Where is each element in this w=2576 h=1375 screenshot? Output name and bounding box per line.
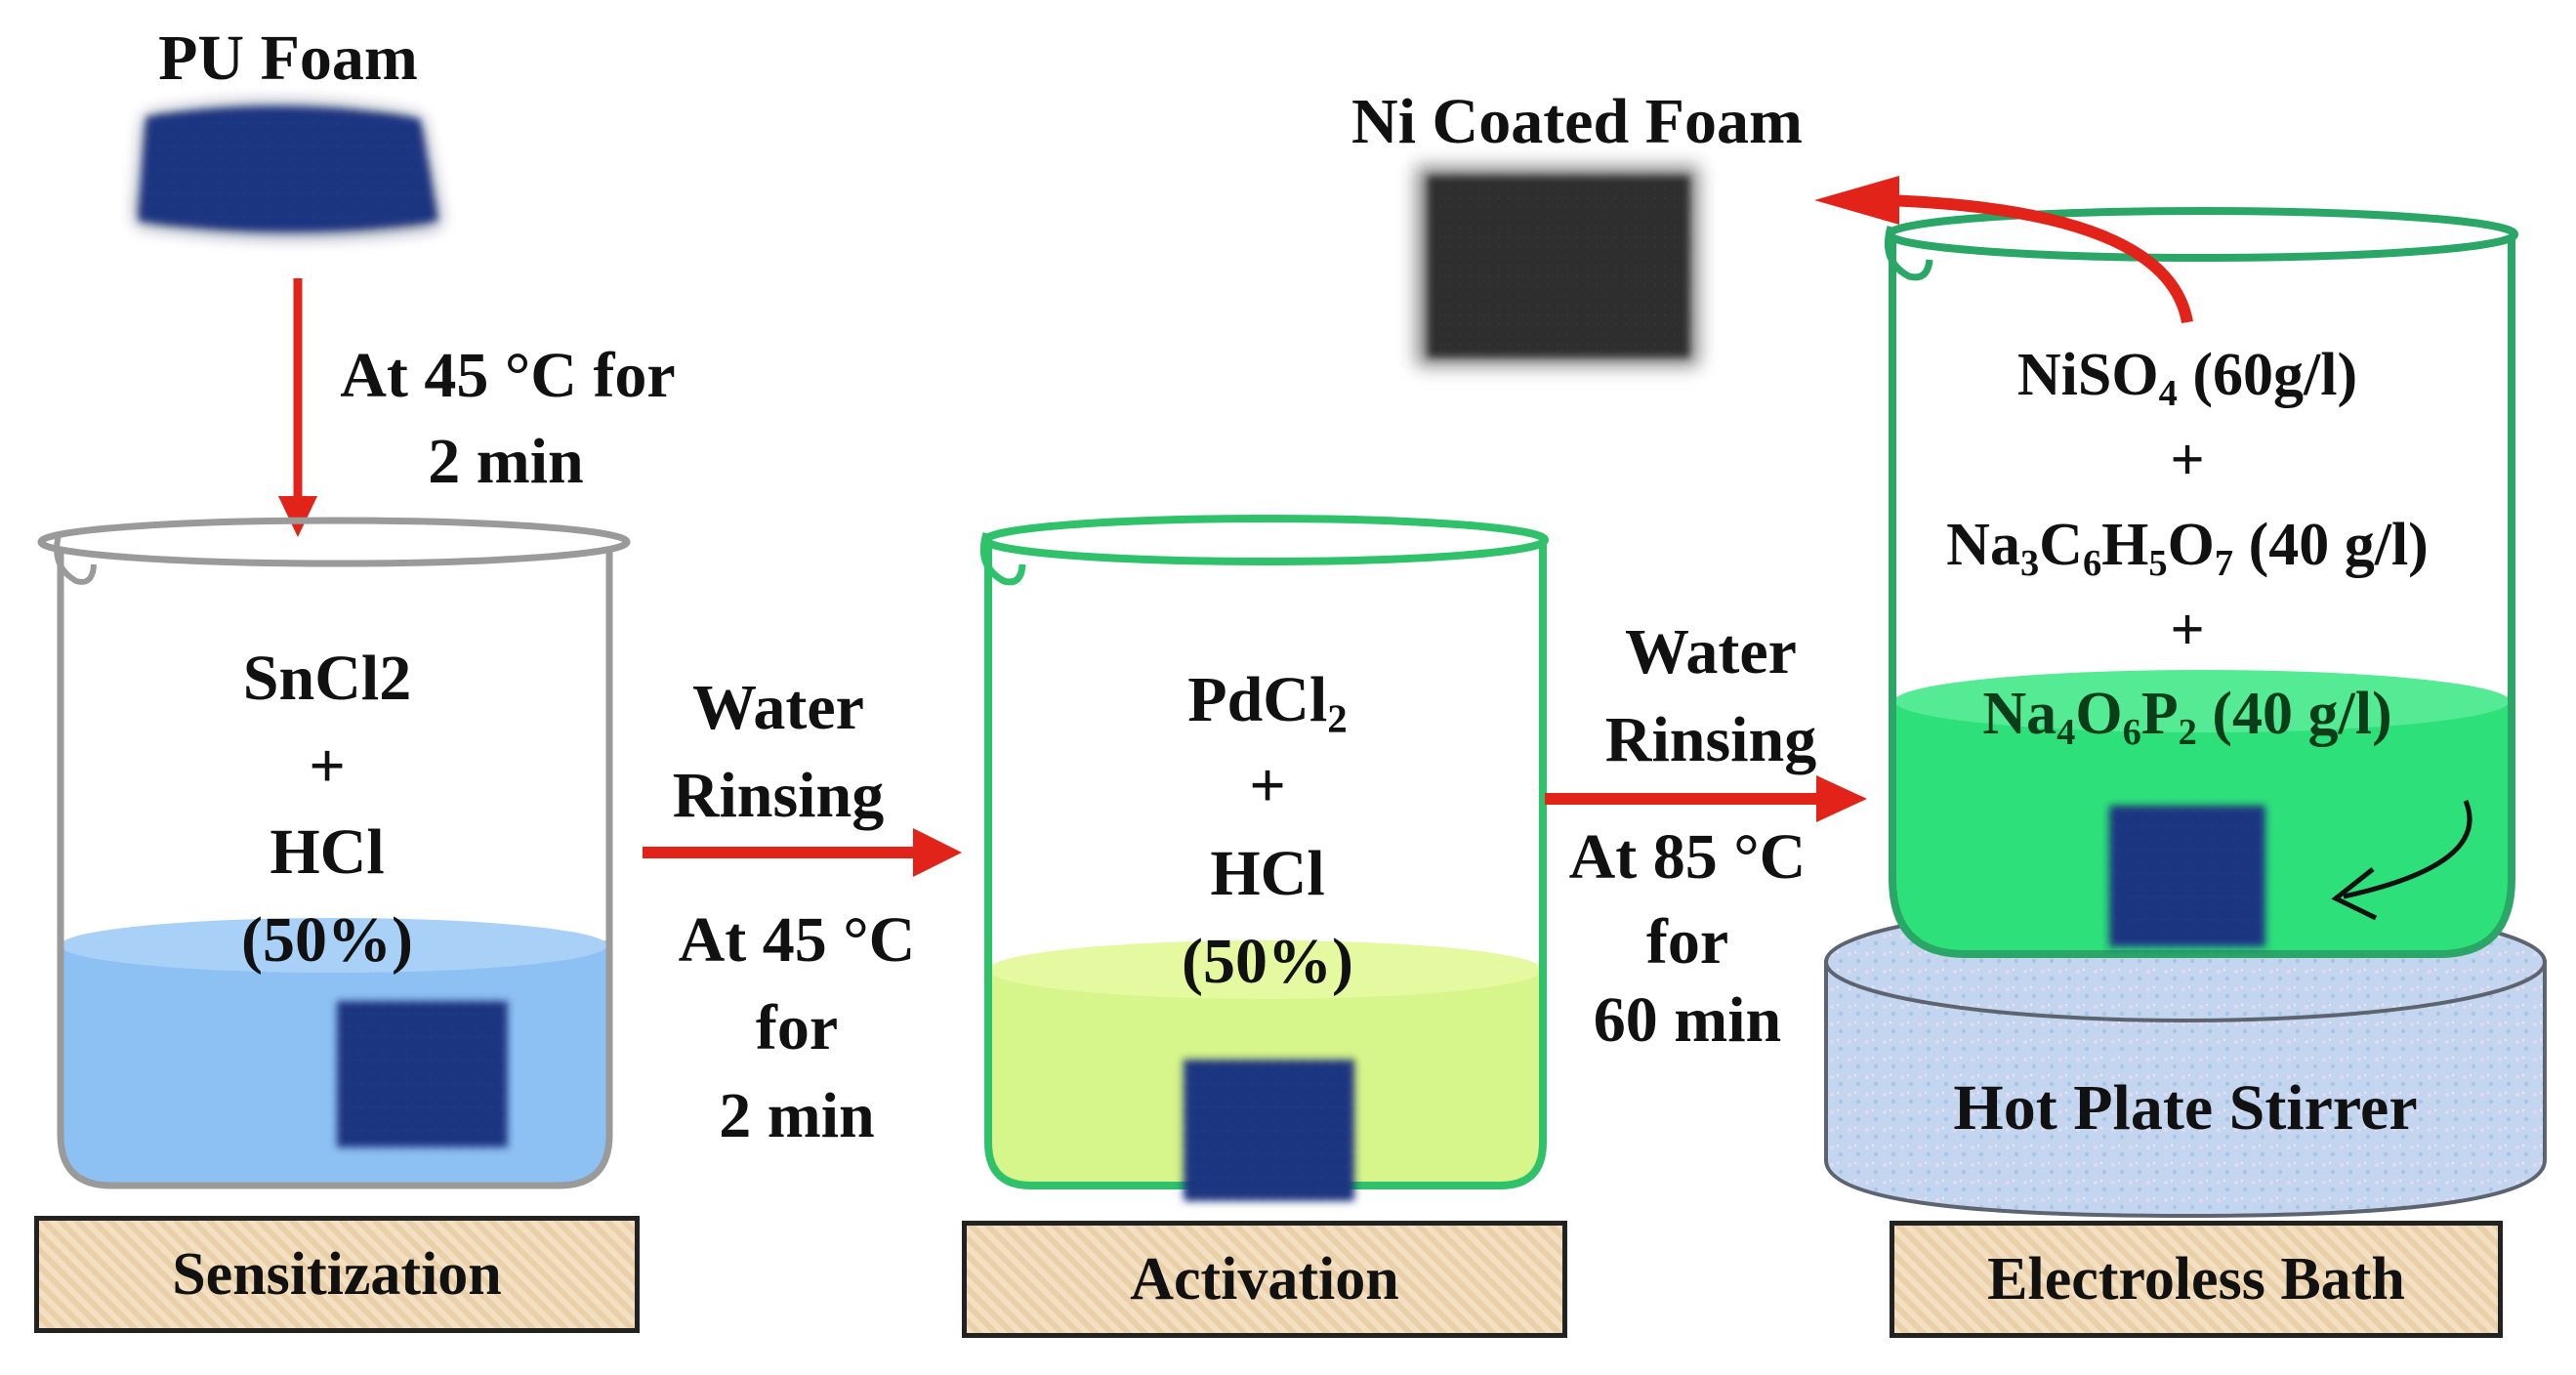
rinse1-label-line2: Rinsing xyxy=(672,760,885,831)
niso4-main: NiSO xyxy=(2016,342,2159,408)
rinse1-label-line1: Water xyxy=(692,672,864,743)
ni-coated-foam-image xyxy=(1416,166,1699,366)
arrow-rinse-1 xyxy=(643,828,962,877)
citrate-s3: 5 xyxy=(2148,542,2168,584)
citrate-s2: 6 xyxy=(2082,542,2102,584)
citrate-p3: H xyxy=(2101,512,2149,578)
activation-line-conc: (50%) xyxy=(1182,926,1353,997)
pyro-p1: Na xyxy=(1982,681,2057,747)
bath-pyrophosphate: Na4O6P2 (40 g/l) xyxy=(1982,681,2392,751)
pdcl-subscript: 2 xyxy=(1327,696,1348,741)
sensitization-box: Sensitization xyxy=(34,1216,640,1333)
step1-condition-line2: 2 min xyxy=(428,426,584,497)
rinse1-condition-line1: At 45 °C xyxy=(678,904,916,976)
step1-condition-line1: At 45 °C for xyxy=(340,340,676,411)
bath-citrate: Na3C6H5O7 (40 g/l) xyxy=(1946,512,2429,582)
bath-niso4: NiSO4 (60g/l) xyxy=(2016,342,2358,412)
arrow-down xyxy=(278,278,317,537)
sensitization-line-2: + xyxy=(309,730,346,802)
rinse2-condition-line1: At 85 °C xyxy=(1568,821,1807,893)
pyro-p3: P xyxy=(2140,681,2179,747)
pu-foam-label: PU Foam xyxy=(158,22,418,94)
electroless-bath-box: Electroless Bath xyxy=(1890,1221,2503,1338)
citrate-p4: O xyxy=(2167,512,2215,578)
rinse1-condition-line2: for xyxy=(755,992,839,1063)
niso4-subscript: 4 xyxy=(2158,372,2178,414)
sensitization-line-4: (50%) xyxy=(241,904,413,976)
citrate-p2: C xyxy=(2039,512,2083,578)
rinse1-condition-line3: 2 min xyxy=(719,1080,875,1151)
arrow-to-ni-foam xyxy=(1814,176,2193,324)
rinse2-label-line2: Rinsing xyxy=(1604,704,1817,775)
hot-plate-label: Hot Plate Stirrer xyxy=(1953,1072,2418,1144)
pdcl-main: PdCl xyxy=(1187,664,1328,735)
stirring-arrow xyxy=(2331,800,2472,921)
foam-sample-1 xyxy=(337,1001,508,1147)
ni-coated-foam-label: Ni Coated Foam xyxy=(1351,86,1803,157)
rinse2-condition-line2: for xyxy=(1645,906,1729,978)
citrate-p1: Na xyxy=(1946,512,2020,578)
arrow-rinse-2 xyxy=(1545,775,1867,822)
pyro-conc: (40 g/l) xyxy=(2196,681,2392,747)
citrate-s1: 3 xyxy=(2019,542,2040,584)
pyro-s2: 6 xyxy=(2122,711,2141,753)
rinse2-condition-line3: 60 min xyxy=(1593,984,1782,1056)
activation-line-plus: + xyxy=(1249,750,1286,821)
pu-foam-image xyxy=(137,104,439,235)
bath-plus-2: + xyxy=(2170,597,2205,663)
activation-formula: PdCl2 xyxy=(1187,668,1347,739)
activation-line-hcl: HCl xyxy=(1210,838,1325,909)
sensitization-line-3: HCl xyxy=(270,816,385,888)
sensitization-line-1: SnCl2 xyxy=(242,643,412,714)
foam-sample-2 xyxy=(1184,1060,1354,1201)
pyro-p2: O xyxy=(2075,681,2123,747)
foam-sample-3 xyxy=(2109,806,2265,947)
niso4-conc: (60g/l) xyxy=(2177,342,2358,408)
activation-box: Activation xyxy=(962,1221,1567,1338)
rinse2-label-line1: Water xyxy=(1625,616,1797,688)
bath-plus-1: + xyxy=(2170,427,2205,493)
pyro-s1: 4 xyxy=(2057,711,2076,753)
citrate-s4: 7 xyxy=(2214,542,2234,584)
pyro-s3: 2 xyxy=(2178,711,2197,753)
citrate-conc: (40 g/l) xyxy=(2233,512,2429,578)
